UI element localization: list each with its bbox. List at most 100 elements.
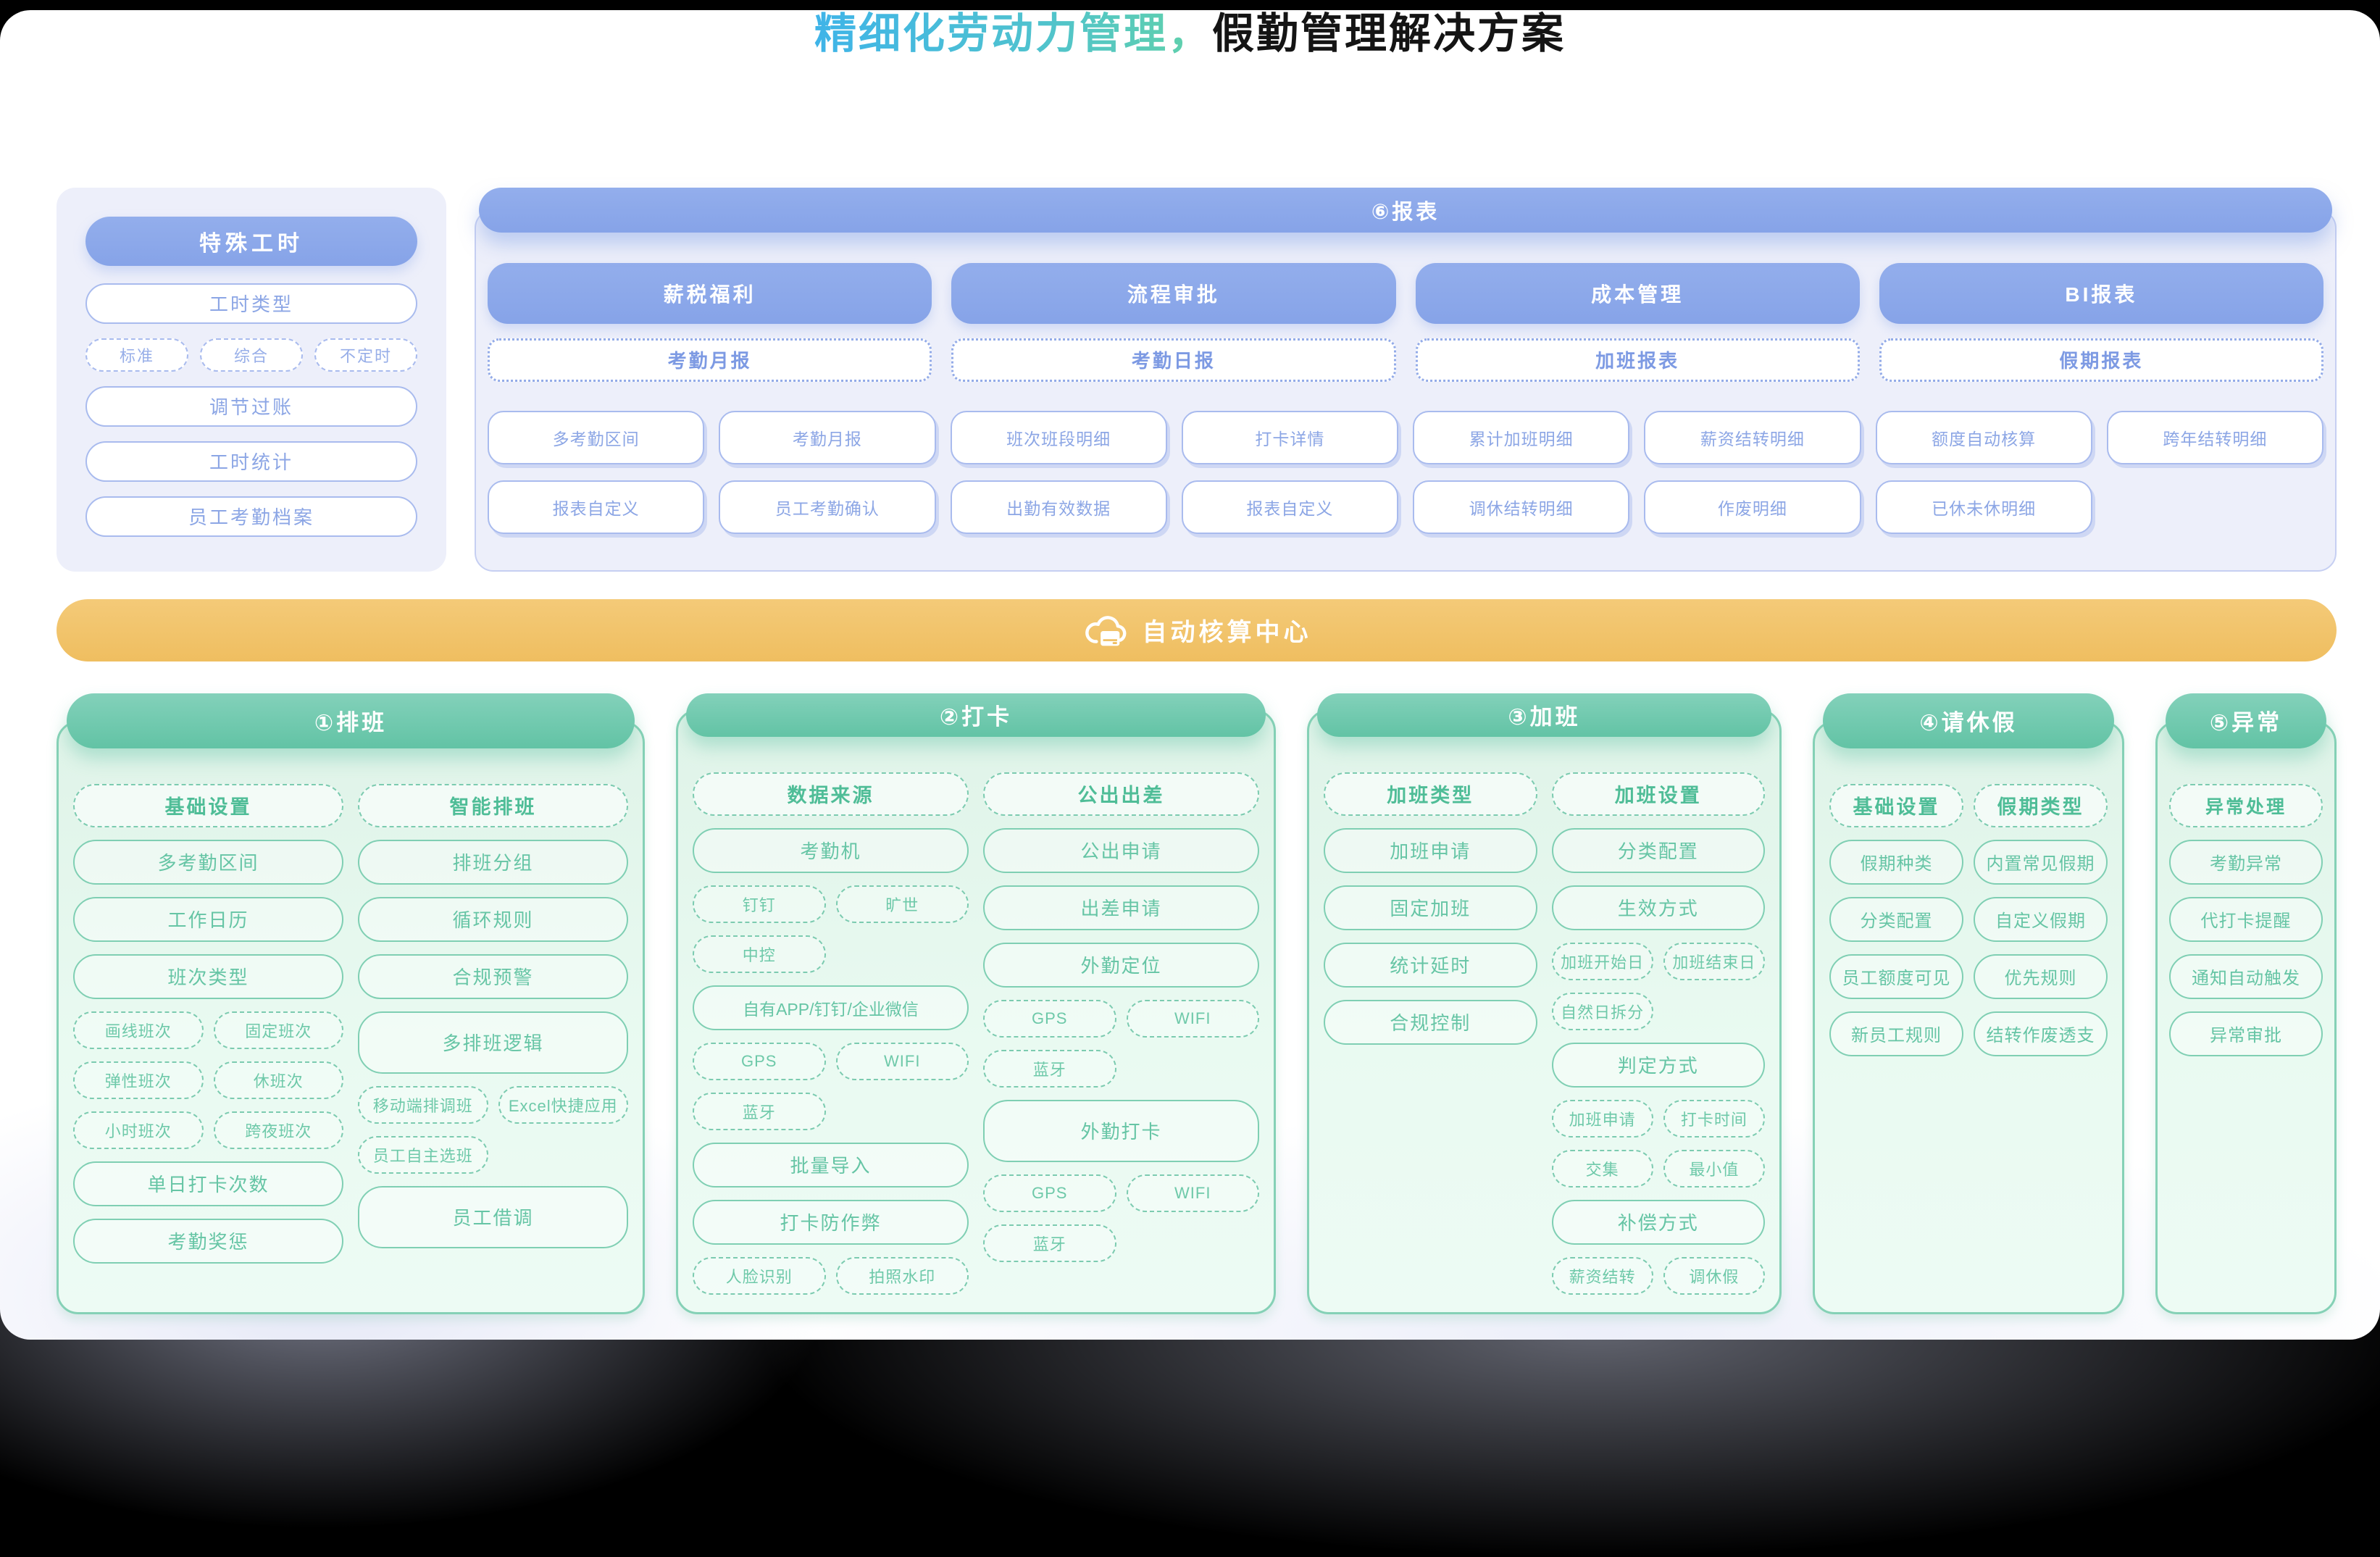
feature-pill: 班次类型	[73, 953, 343, 999]
feature-tag-pill: 蓝牙	[983, 1049, 1116, 1088]
feature-pill: 结转作废透支	[1974, 1011, 2108, 1056]
feature-pill: 合规预警	[358, 953, 628, 999]
feature-pill: 员工借调	[358, 1185, 628, 1248]
column-body: 基础设置 假期种类 分类配置 员工额度可见 新员工规则 假期类型 内置常见假期 …	[1813, 720, 2124, 1314]
feature-tag-pill: 蓝牙	[693, 1092, 826, 1130]
feature-pill: 员工额度可见	[1829, 953, 1963, 999]
special-hours-header: 特殊工时	[85, 216, 417, 266]
feature-pill: 新员工规则	[1829, 1011, 1963, 1056]
column-overtime: ③加班 加班类型 加班申请 固定加班 统计延时 合规控制 加班设置 分类配置 生…	[1307, 693, 1782, 1314]
column-header: ②打卡	[686, 693, 1266, 737]
feature-pill: 考勤机	[693, 827, 969, 873]
report-detail-pill: 已休未休明细	[1875, 480, 2092, 534]
section-subheader-pill: 假期类型	[1974, 783, 2108, 827]
column-clock-in: ②打卡 数据来源 考勤机 钉钉 旷世 中控 自有APP/钉钉/企业微信 GPS	[676, 693, 1276, 1314]
panel-special-hours: 特殊工时 工时类型 标准 综合 不定时 调节过账 工时统计 员工考勤档案	[57, 187, 446, 572]
feature-pill: 调节过账	[85, 385, 417, 427]
section-subheader-pill: 基础设置	[73, 783, 343, 827]
subcolumn-business-trip: 公出出差 公出申请 出差申请 外勤定位 GPS WIFI 蓝牙 外勤打卡 GPS…	[983, 772, 1259, 1295]
feature-pill: 统计延时	[1324, 942, 1537, 988]
feature-tag-pill: 人脸识别	[693, 1256, 826, 1295]
feature-tag-pill: Excel快捷应用	[498, 1085, 628, 1124]
report-detail-pill: 薪资结转明细	[1644, 410, 1861, 464]
feature-pill: 工时统计	[85, 441, 417, 482]
section-subheader-pill: 数据来源	[693, 772, 969, 816]
feature-pill: 自有APP/钉钉/企业微信	[693, 985, 969, 1030]
feature-pill: 固定加班	[1324, 885, 1537, 930]
subcolumn-basic-settings: 基础设置 多考勤区间 工作日历 班次类型 画线班次 固定班次 弹性班次 休班次 …	[73, 783, 343, 1295]
feature-tag-pill: 薪资结转	[1551, 1256, 1653, 1295]
title-rest: 假勤管理解决方案	[1212, 10, 1566, 57]
column-leave: ④请休假 基础设置 假期种类 分类配置 员工额度可见 新员工规则 假期类型 内置…	[1813, 693, 2124, 1314]
report-detail-pill: 出勤有效数据	[950, 480, 1167, 534]
feature-tag-pill: 小时班次	[73, 1111, 204, 1149]
feature-tag-pill: 固定班次	[213, 1011, 343, 1049]
report-detail-pill: 累计加班明细	[1413, 410, 1630, 464]
feature-pill: 出差申请	[983, 885, 1259, 930]
report-type-pill: 考勤日报	[951, 338, 1396, 382]
feature-tag-pill: GPS	[983, 999, 1116, 1038]
feature-pill: 分类配置	[1829, 896, 1963, 942]
feature-pill: 打卡防作弊	[693, 1199, 969, 1245]
subcolumn-overtime-settings: 加班设置 分类配置 生效方式 加班开始日 加班结束日 自然日拆分 判定方式 加班…	[1551, 772, 1765, 1295]
section-subheader-pill: 加班设置	[1551, 772, 1765, 816]
feature-pill: 生效方式	[1551, 885, 1765, 930]
column-body: 加班类型 加班申请 固定加班 统计延时 合规控制 加班设置 分类配置 生效方式 …	[1307, 709, 1782, 1314]
feature-tag-pill: 调休假	[1663, 1256, 1765, 1295]
solution-infographic: { "title": { "highlight": "精细化劳动力管理，", "…	[0, 10, 2380, 1557]
report-detail-pill: 员工考勤确认	[719, 480, 936, 534]
column-scheduling: ①排班 基础设置 多考勤区间 工作日历 班次类型 画线班次 固定班次 弹性班次 …	[57, 693, 645, 1314]
feature-pill: 员工考勤档案	[85, 496, 417, 537]
feature-tag-pill: 休班次	[213, 1061, 343, 1099]
section-subheader-pill: 加班类型	[1324, 772, 1537, 816]
feature-pill: 补偿方式	[1551, 1199, 1765, 1245]
feature-pill: 加班申请	[1324, 827, 1537, 873]
feature-pill: 工时类型	[85, 283, 417, 324]
feature-pill: 内置常见假期	[1974, 839, 2108, 885]
feature-tag-pill: 自然日拆分	[1551, 992, 1653, 1030]
feature-tag-pill: 最小值	[1663, 1149, 1765, 1187]
report-details-grid: 多考勤区间 考勤月报 班次班段明细 打卡详情 累计加班明细 薪资结转明细 额度自…	[488, 410, 2323, 534]
auto-calc-label: 自动核算中心	[1142, 619, 1312, 647]
tag-pill: 综合	[200, 338, 303, 372]
tag-pill: 不定时	[314, 338, 417, 372]
feature-pill: 循环规则	[358, 896, 628, 942]
feature-tag-pill: 员工自主选班	[358, 1135, 488, 1174]
subcolumn-leave-types: 假期类型 内置常见假期 自定义假期 优先规则 结转作废透支	[1974, 783, 2108, 1295]
panel-reports: ⑥报表 薪税福利 流程审批 成本管理 BI报表 考勤月报 考勤日报 加班报表 假…	[475, 187, 2337, 572]
feature-pill: 考勤奖惩	[73, 1218, 343, 1264]
feature-pill: 排班分组	[358, 839, 628, 885]
report-type-pill: 考勤月报	[488, 338, 932, 382]
feature-tag-pill: 交集	[1551, 1149, 1653, 1187]
report-detail-pill: 班次班段明细	[950, 410, 1167, 464]
feature-tag-pill: GPS	[693, 1042, 826, 1080]
feature-pill: 外勤打卡	[983, 1099, 1259, 1162]
feature-pill: 自定义假期	[1974, 896, 2108, 942]
subcolumn-anomaly-handling: 异常处理 考勤异常 代打卡提醒 通知自动触发 异常审批	[2169, 783, 2323, 1056]
section-subheader-pill: 基础设置	[1829, 783, 1963, 827]
reports-header: ⑥报表	[479, 187, 2332, 233]
feature-pill: 通知自动触发	[2169, 953, 2323, 999]
feature-pill: 异常审批	[2169, 1011, 2323, 1056]
report-detail-pill: 额度自动核算	[1875, 410, 2092, 464]
report-detail-pill: 作废明细	[1644, 480, 1861, 534]
report-detail-pill: 考勤月报	[719, 410, 936, 464]
feature-pill: 判定方式	[1551, 1042, 1765, 1088]
feature-tag-pill: 加班开始日	[1551, 942, 1653, 980]
report-group-header: 薪税福利	[488, 262, 932, 324]
feature-tag-pill: WIFI	[835, 1042, 969, 1080]
section-subheader-pill: 异常处理	[2169, 783, 2323, 827]
feature-pill: 工作日历	[73, 896, 343, 942]
report-detail-pill: 跨年结转明细	[2106, 410, 2323, 464]
feature-pill: 考勤异常	[2169, 839, 2323, 885]
subcolumn-leave-basic: 基础设置 假期种类 分类配置 员工额度可见 新员工规则	[1829, 783, 1963, 1295]
report-type-pill: 加班报表	[1415, 338, 1860, 382]
report-detail-pill: 多考勤区间	[488, 410, 705, 464]
report-detail-pill: 调休结转明细	[1413, 480, 1630, 534]
column-body: 基础设置 多考勤区间 工作日历 班次类型 画线班次 固定班次 弹性班次 休班次 …	[57, 720, 645, 1314]
feature-pill: 多考勤区间	[73, 839, 343, 885]
feature-tag-pill: GPS	[983, 1174, 1116, 1212]
section-subheader-pill: 智能排班	[358, 783, 628, 827]
report-detail-pill: 报表自定义	[1181, 480, 1398, 534]
feature-tag-pill: 中控	[693, 935, 826, 973]
